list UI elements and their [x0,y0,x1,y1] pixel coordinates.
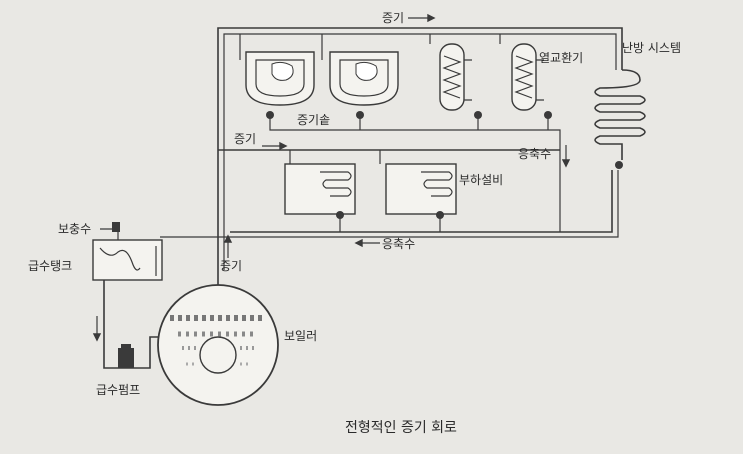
steam-pot-1 [245,51,315,106]
steam-pipes [217,27,623,270]
label-steam-mid: 증기 [234,132,256,146]
condensate-pipes [160,112,619,238]
boiler [157,270,279,406]
heat-exchanger-2 [511,43,544,111]
label-steam-boiler: 증기 [220,259,242,273]
heat-exchanger-1 [439,43,472,111]
label-heating-system: 난방 시스템 [622,41,681,55]
flow-arrows [92,13,571,342]
label-heat-exchanger: 열교환기 [539,51,583,65]
label-load-equipment: 부하설비 [459,173,503,187]
label-steam-pot: 증기솥 [297,113,330,127]
steam-traps [266,111,623,219]
feed-tank [92,222,163,281]
load-equipment-2 [385,163,457,215]
label-feed-tank: 급수탱크 [28,259,72,273]
load-equipment-1 [284,163,356,215]
label-makeup-water: 보충수 [58,222,91,236]
label-condensate-right: 응축수 [518,147,551,161]
label-steam-top: 증기 [382,11,404,25]
caption: 전형적인 증기 회로 [345,420,457,436]
label-boiler: 보일러 [284,329,317,343]
label-feed-pump: 급수펌프 [96,383,140,397]
feed-pump [103,280,162,369]
label-condensate-bottom: 응축수 [382,237,415,251]
heating-coil [594,69,646,160]
steam-pot-2 [329,51,399,106]
